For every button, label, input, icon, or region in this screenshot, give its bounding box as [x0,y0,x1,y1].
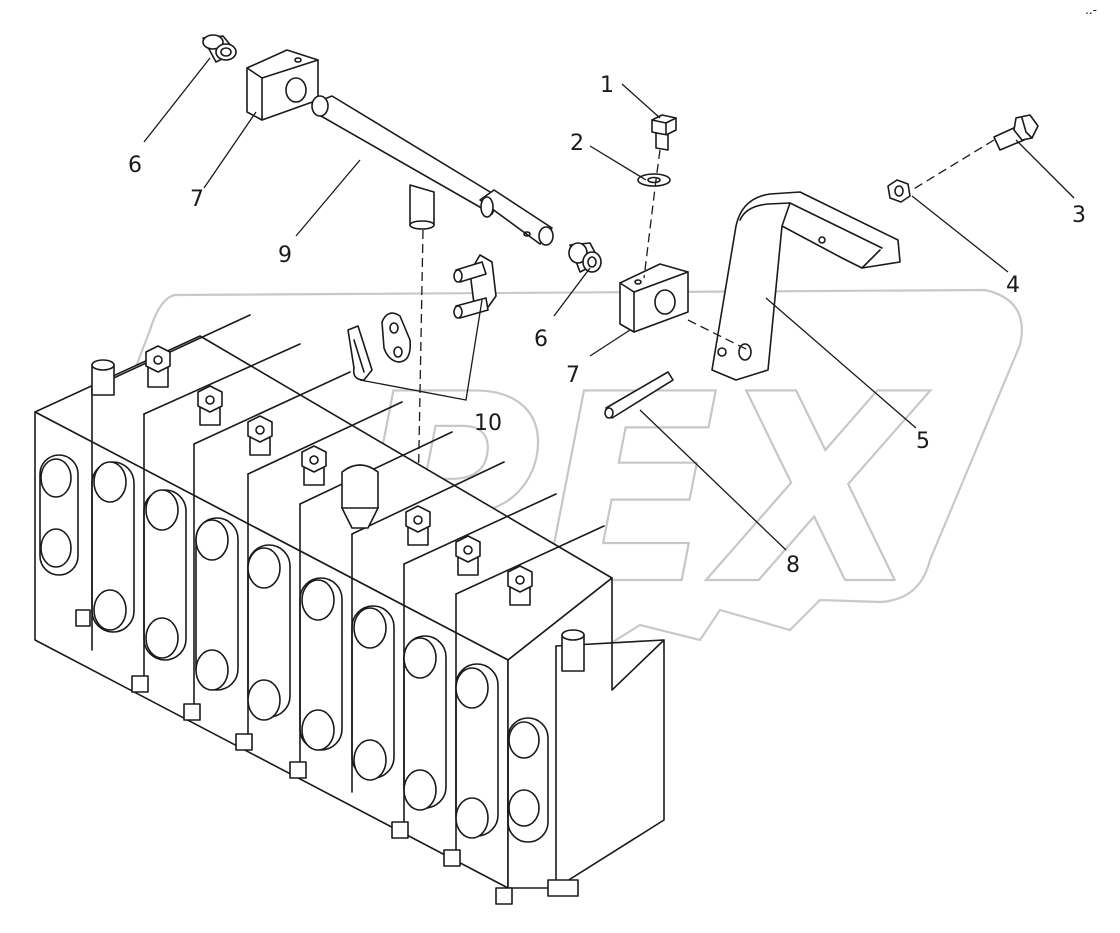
bolt-part-3 [993,114,1039,151]
callout-numbers: 1 2 3 4 5 6 6 7 7 8 9 10 [128,73,1086,578]
corner-mark: ..- [1085,3,1097,17]
nut-part-4 [887,179,911,203]
pin-part-8 [604,371,674,419]
handle-arm-part-5 [711,191,901,381]
callout-5: 5 [916,429,930,454]
bottom-stubs [75,609,579,905]
callout-8: 8 [786,553,800,578]
spool-ports [39,454,549,843]
spool-caps [91,345,585,672]
callout-6-right: 6 [534,327,548,352]
bushing-part-6-left [202,34,237,63]
leader-lines [143,57,1075,551]
callout-2: 2 [570,131,584,156]
bolt-part-1 [651,114,677,151]
assembly-line-nut [911,139,995,191]
callout-7-right: 7 [566,363,580,388]
callout-9: 9 [278,243,292,268]
callout-3: 3 [1072,203,1086,228]
clip-part-10 [347,325,373,381]
callout-6-left: 6 [128,153,142,178]
bushing-part-6-right [568,242,602,273]
valve-bank-assembly [34,314,665,905]
assembly-line-arm [687,319,749,351]
shaft-part-9 [311,95,554,246]
callout-1: 1 [600,73,614,98]
link-part-10 [381,254,497,363]
washer-part-2 [637,173,671,187]
assembly-line-bolt [643,149,661,279]
assembly-line-shaft [417,229,424,501]
bracket-part-7-left [246,49,319,121]
bracket-part-7-right [619,263,689,333]
callout-4: 4 [1006,273,1020,298]
callout-10: 10 [474,411,502,436]
callout-7-left: 7 [190,187,204,212]
